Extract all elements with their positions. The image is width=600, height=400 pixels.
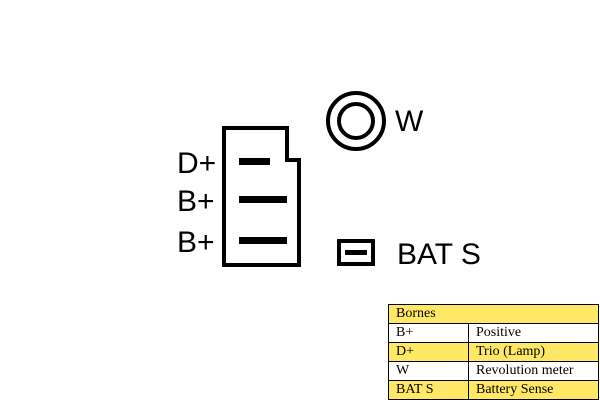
legend-code: BAT S <box>388 380 469 400</box>
w-terminal-inner-ring <box>337 102 375 140</box>
legend-desc: Revolution meter <box>468 361 599 381</box>
w-terminal-outer-ring <box>326 91 386 151</box>
pin-label-b-plus-2: B+ <box>177 226 215 259</box>
pin-label-d-plus: D+ <box>177 147 216 180</box>
legend-code: W <box>388 361 469 381</box>
legend-row: W Revolution meter <box>388 361 599 381</box>
w-terminal-label: W <box>395 105 424 138</box>
pin-b-plus-bar-2 <box>239 237 287 244</box>
bat-s-terminal-pin <box>345 250 367 255</box>
legend-code: D+ <box>388 342 469 362</box>
legend-code: B+ <box>388 323 469 343</box>
connector-housing <box>222 126 301 267</box>
legend-row: BAT S Battery Sense <box>388 380 599 400</box>
legend-row: D+ Trio (Lamp) <box>388 342 599 362</box>
legend-desc: Battery Sense <box>468 380 599 400</box>
legend-header-row: Bornes <box>388 304 599 324</box>
legend-row: B+ Positive <box>388 323 599 343</box>
pin-label-b-plus-1: B+ <box>177 185 215 218</box>
terminal-legend-table: Bornes B+ Positive D+ Trio (Lamp) W Revo… <box>388 304 599 400</box>
legend-title: Bornes <box>388 304 599 324</box>
pin-d-plus-bar <box>239 158 270 165</box>
legend-desc: Positive <box>468 323 599 343</box>
bat-s-terminal-frame <box>337 239 375 266</box>
bat-s-label: BAT S <box>397 238 481 271</box>
legend-desc: Trio (Lamp) <box>468 342 599 362</box>
pin-b-plus-bar-1 <box>239 196 287 203</box>
